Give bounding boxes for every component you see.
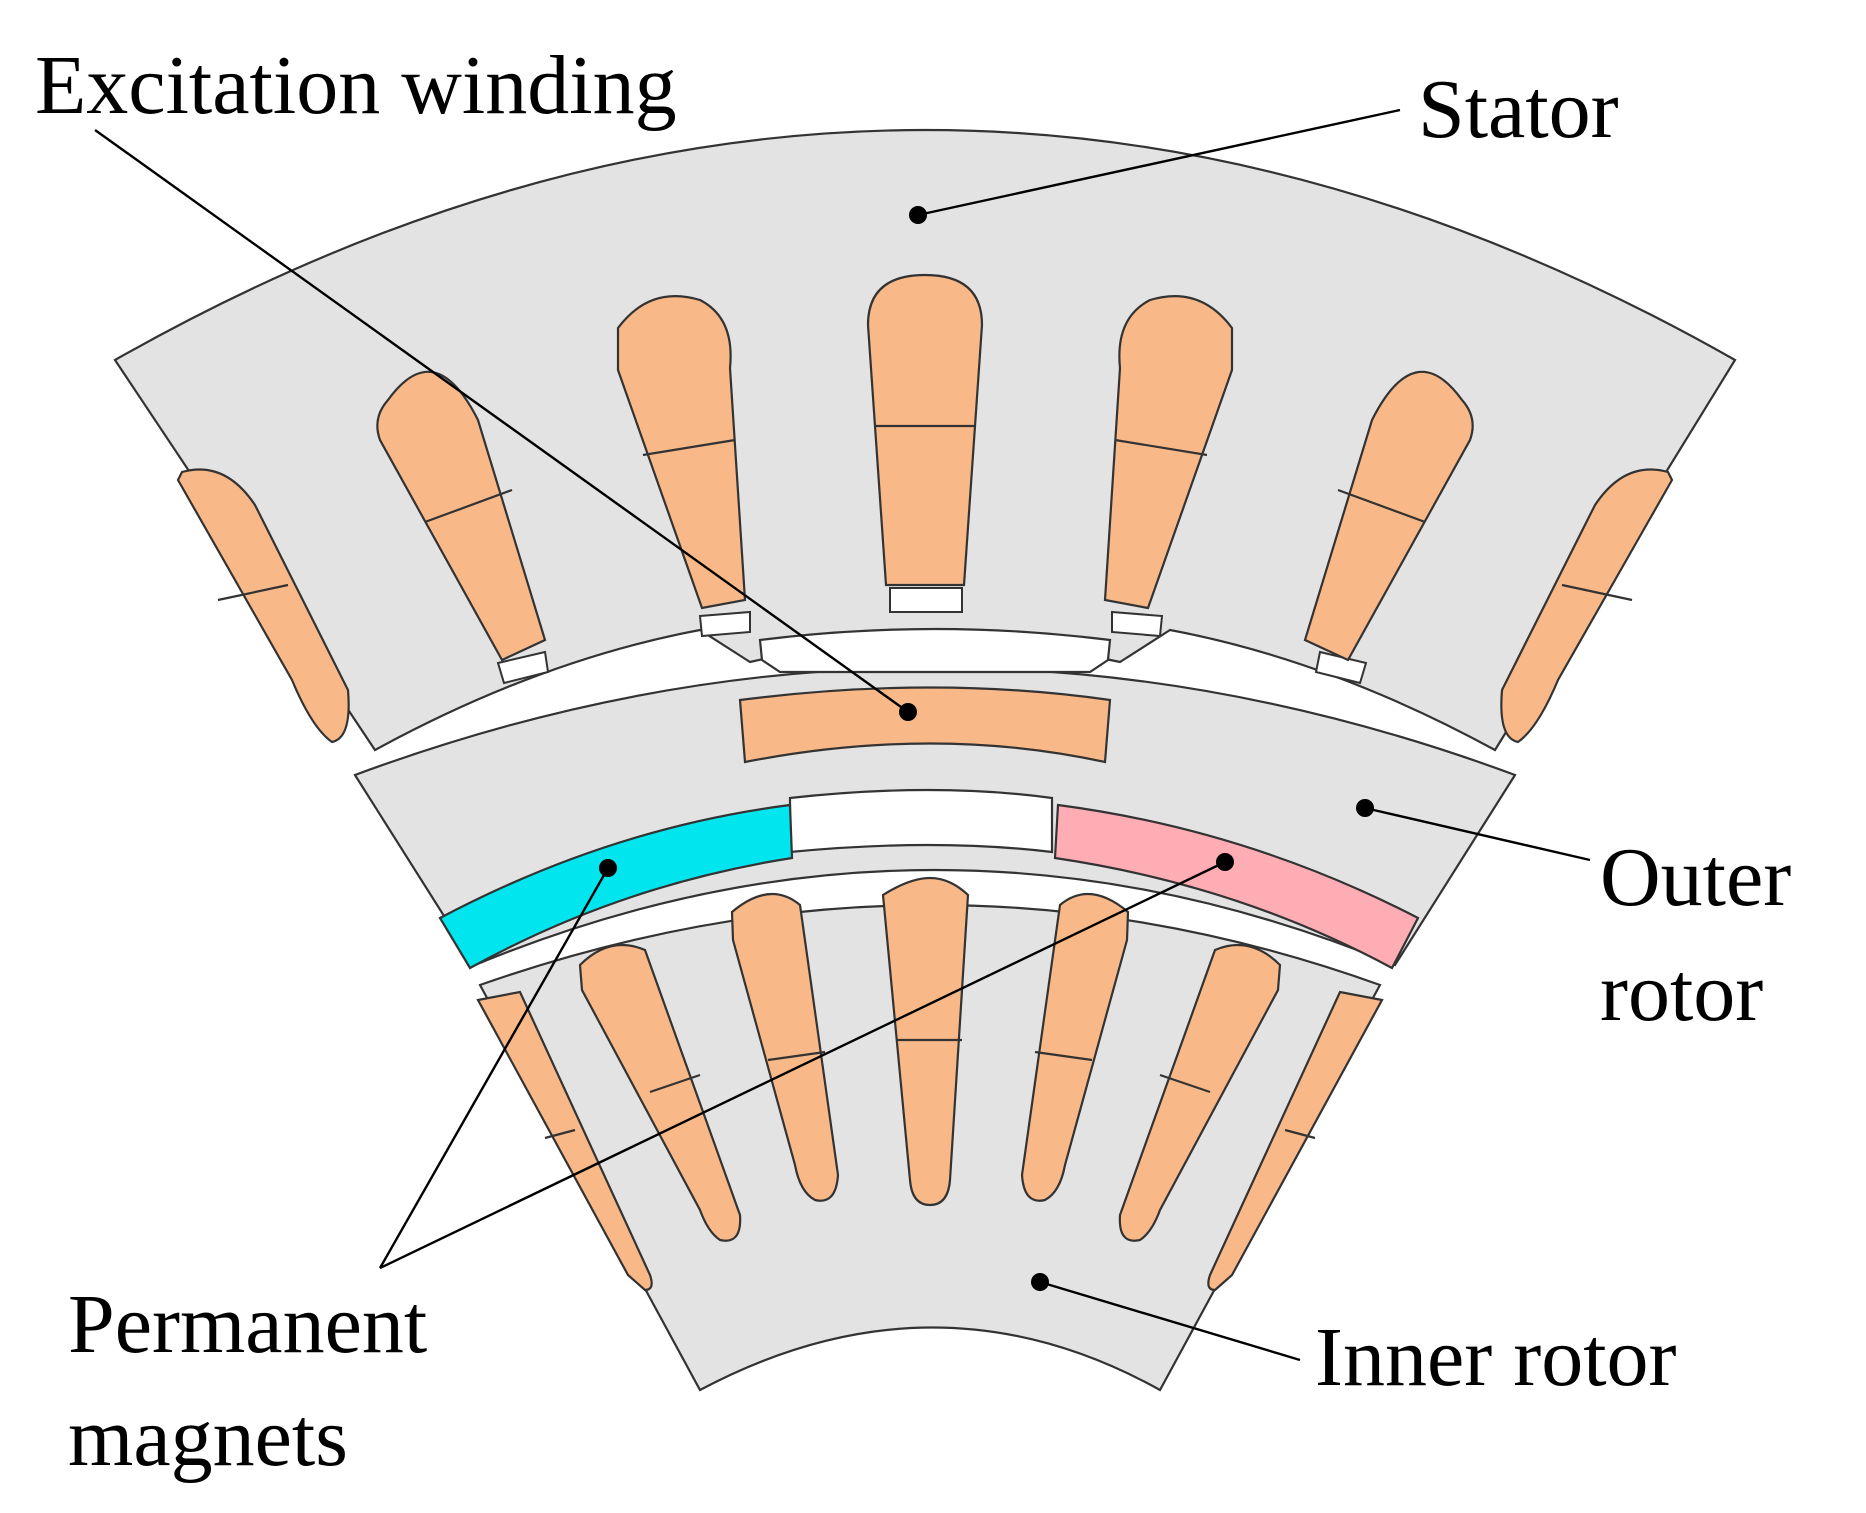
label-outer-rotor-line2: rotor (1600, 946, 1763, 1039)
label-permanent-magnets-line2: magnets (68, 1391, 348, 1484)
pointer-dot-outer-rotor (1356, 799, 1374, 817)
leader-magnet-left (378, 867, 610, 1269)
leader-magnet-right (379, 860, 1226, 1270)
label-outer-rotor-line1: Outer (1600, 831, 1791, 924)
stator-coil (866, 273, 984, 587)
label-excitation-winding: Excitation winding (35, 39, 677, 132)
permanent-magnet-right (1053, 803, 1420, 970)
inner-rotor-slot (476, 990, 653, 1292)
label-inner-rotor: Inner rotor (1315, 1311, 1677, 1404)
inner-rotor (476, 876, 1384, 1392)
stator-coil (1103, 295, 1234, 610)
leader-inner-rotor (1039, 1280, 1301, 1362)
inner-rotor-slot (881, 876, 970, 1207)
pointer-dot-excitation-winding (899, 703, 917, 721)
inner-rotor-slots (476, 876, 1384, 1292)
inner-rotor-slot (578, 943, 742, 1242)
inner-rotor-slot (1207, 990, 1384, 1292)
inner-rotor-slot (1020, 893, 1130, 1202)
stator-coil (616, 295, 747, 610)
inner-rotor-slot (1118, 943, 1282, 1242)
stator-coil (376, 370, 547, 662)
label-stator: Stator (1418, 63, 1619, 156)
pointer-dot-magnet-right (1216, 853, 1234, 871)
leader-excitation-winding (94, 129, 909, 713)
inner-rotor-slot (730, 893, 840, 1202)
label-permanent-magnets-line1: Permanent (68, 1278, 427, 1371)
pointer-dot-stator (909, 206, 927, 224)
permanent-magnet-left (438, 803, 794, 970)
labels: Excitation winding Stator Outer rotor Pe… (35, 39, 1791, 1484)
stator-coil (176, 468, 350, 744)
stator-coil (1303, 370, 1474, 662)
stator (113, 129, 1737, 752)
outer-rotor (353, 627, 1517, 970)
stator-coil (1500, 468, 1674, 744)
excitation-winding (738, 686, 1112, 764)
stator-coils (176, 273, 1674, 744)
pointer-dot-inner-rotor (1031, 1273, 1049, 1291)
leader-lines (94, 108, 1591, 1362)
leader-outer-rotor (1364, 806, 1591, 862)
pointer-dot-magnet-left (599, 859, 617, 877)
leader-stator (917, 108, 1401, 217)
